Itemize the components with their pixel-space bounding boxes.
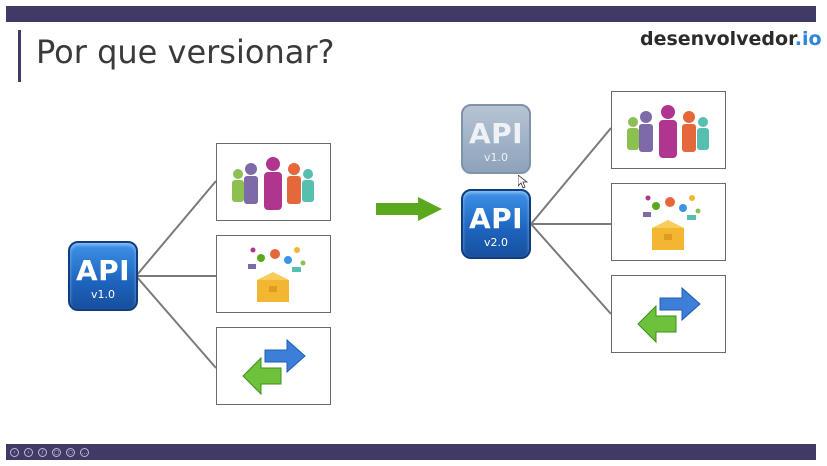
brand-logo: desenvolvedor.io: [640, 28, 822, 50]
api-old-version: v1.0: [483, 151, 508, 164]
exchange-arrows-icon: [242, 338, 306, 396]
toolbox-icon: [248, 247, 306, 302]
slides-icon[interactable]: ▢: [52, 448, 61, 457]
consumer-box-exchange: [216, 327, 331, 405]
api-v1-deprecated-icon: API v1.0: [461, 104, 531, 174]
mouse-cursor-icon: [518, 175, 528, 189]
title-accent-bar: [18, 30, 21, 82]
consumer-box-people-right: [611, 91, 726, 169]
brand-tld: .io: [794, 28, 822, 50]
right-line-top: [530, 127, 612, 225]
slideshow-controls: ‹ › ∕ ▢ ○ …: [10, 448, 89, 458]
people-icon: [627, 105, 709, 158]
zoom-icon[interactable]: ○: [66, 448, 75, 457]
more-icon[interactable]: …: [80, 448, 89, 457]
people-icon: [232, 157, 314, 210]
pen-icon[interactable]: ∕: [38, 448, 47, 457]
slide-title: Por que versionar?: [36, 33, 335, 71]
api-version: v1.0: [90, 288, 115, 301]
api-new-label: API: [468, 202, 524, 235]
left-line-top: [135, 180, 217, 277]
consumer-box-toolbox: [216, 235, 331, 313]
prev-icon[interactable]: ‹: [10, 448, 19, 457]
toolbox-icon: [643, 195, 701, 250]
api-v1-icon: API v1.0: [68, 241, 138, 311]
transition-arrow-icon: [376, 197, 442, 221]
right-line-bottom: [530, 223, 612, 315]
next-icon[interactable]: ›: [24, 448, 33, 457]
api-new-version: v2.0: [483, 236, 508, 249]
left-line-bottom: [135, 275, 217, 369]
bottom-bar: [6, 444, 816, 460]
consumer-box-exchange-right: [611, 275, 726, 353]
top-bar: [6, 6, 816, 22]
exchange-arrows-icon: [637, 286, 701, 344]
consumer-box-people: [216, 143, 331, 221]
brand-name: desenvolvedor: [640, 28, 795, 50]
consumer-box-toolbox-right: [611, 183, 726, 261]
api-old-label: API: [468, 117, 524, 150]
api-label: API: [75, 254, 131, 287]
api-v2-icon: API v2.0: [461, 189, 531, 259]
